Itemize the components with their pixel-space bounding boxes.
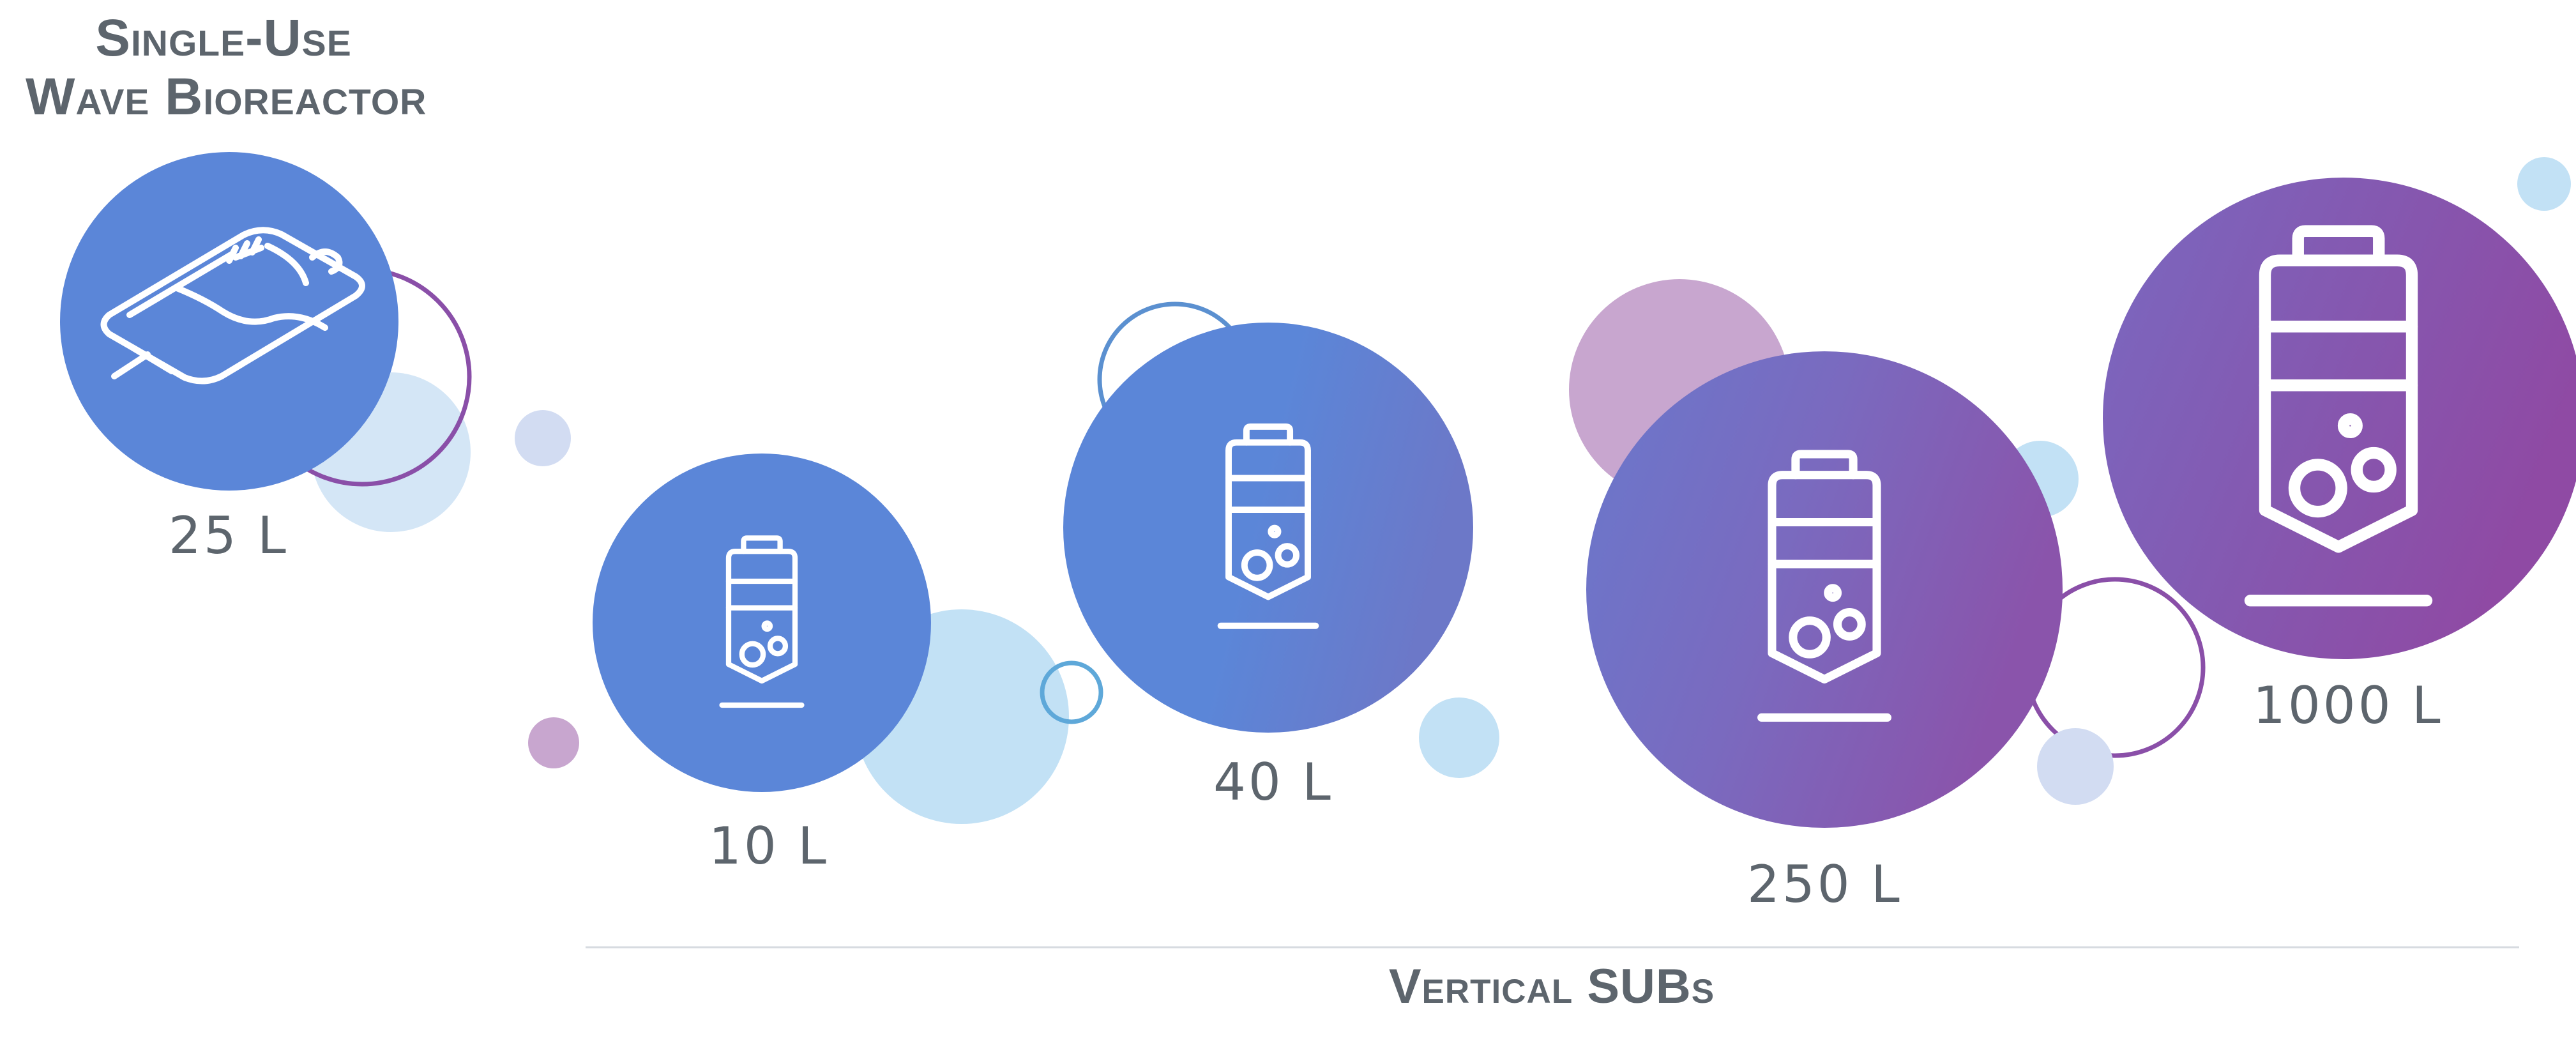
circle-wave-25l (60, 152, 398, 491)
bubble-lavender (2037, 728, 2114, 805)
vertical-subs-heading: Vertical SUBs (1388, 959, 1715, 1014)
wave-bioreactor-heading: Single-Use Wave Bioreactor (26, 9, 427, 126)
heading-line: Single-Use (95, 9, 352, 67)
volume-label-40l: 40 L (1213, 752, 1333, 812)
volume-label-1000l: 1000 L (2253, 676, 2443, 735)
circle-sub-1000l (2103, 178, 2576, 659)
volume-label-10l: 10 L (709, 816, 829, 876)
bubble-light-blue (1419, 698, 1499, 778)
circle-sub-40l (1063, 323, 1473, 733)
volume-label-250l: 250 L (1747, 855, 1902, 914)
ring-blue (1040, 660, 1103, 724)
circle-sub-10l (593, 454, 931, 792)
wave-bioreactor-bag-icon (100, 227, 365, 385)
circle-sub-250l (1586, 351, 2063, 828)
heading-line: Wave Bioreactor (26, 68, 427, 126)
bubble-light-blue (2517, 157, 2571, 211)
bubble-lavender (515, 410, 571, 466)
volume-label-25l: 25 L (169, 506, 289, 565)
bubble-mauve (528, 717, 579, 768)
